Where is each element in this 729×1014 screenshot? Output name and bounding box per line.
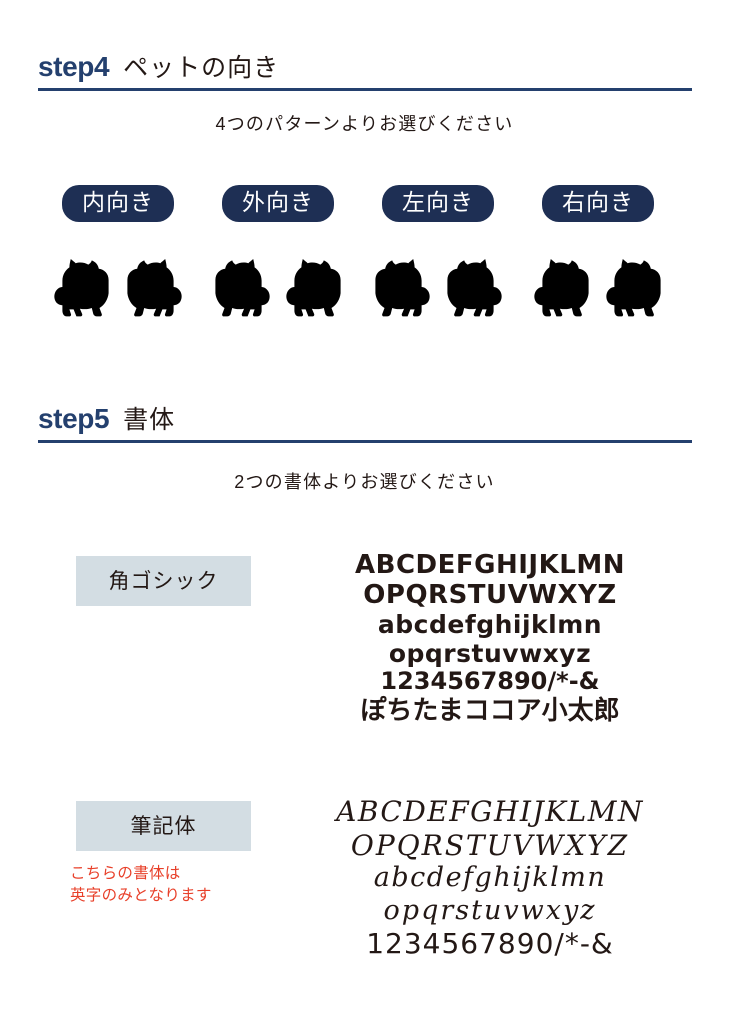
gothic-sample-line: 1234567890/*-& (380, 667, 600, 696)
direction-option-right[interactable]: 右向き (518, 185, 678, 223)
dog-silhouette-icon (127, 259, 182, 317)
dog-silhouette-icon (375, 259, 430, 317)
script-sample-line: ABCDEFGHIJKLMN (336, 795, 644, 828)
script-note-line-2: 英字のみとなります (70, 887, 212, 905)
step4-subtitle: 4つのパターンよりお選びください (215, 114, 514, 134)
direction-label-right[interactable]: 右向き (542, 185, 654, 223)
script-sample-line: 1234567890/*-& (366, 926, 614, 960)
step5-number: step5 (38, 403, 110, 434)
step5-subtitle: 2つの書体よりお選びください (234, 472, 495, 492)
direction-label-left[interactable]: 左向き (382, 185, 494, 223)
direction-option-inward[interactable]: 内向き (38, 185, 198, 223)
script-sample-column: ABCDEFGHIJKLMN OPQRSTUVWXYZ abcdefghijkl… (288, 795, 692, 961)
step4-divider (38, 88, 692, 91)
font-label-gothic[interactable]: 角ゴシック (76, 556, 251, 606)
dog-silhouette-icon (215, 259, 270, 317)
step5-divider (38, 440, 692, 443)
dog-pair-left (358, 252, 518, 322)
gothic-sample-line: opqrstuvwxyz (388, 639, 592, 669)
dog-pair-outward (198, 252, 358, 322)
dog-silhouette-icon (54, 259, 109, 317)
direction-option-outward[interactable]: 外向き (198, 185, 358, 223)
script-sample-line: abcdefghijklmn (373, 862, 607, 894)
dog-pair-right (518, 252, 678, 322)
step4-number: step4 (38, 51, 110, 82)
gothic-sample-column: ABCDEFGHIJKLMN OPQRSTUVWXYZ abcdefghijkl… (288, 550, 692, 726)
dog-silhouette-icon (534, 259, 589, 317)
gothic-label-column: 角ゴシック (38, 550, 288, 726)
script-note-line-1: こちらの書体は (70, 865, 181, 882)
gothic-sample-line: abcdefghijklmn (377, 610, 603, 640)
step5-title: 書体 (123, 406, 176, 434)
script-sample-line: opqrstuvwxyz (383, 894, 597, 926)
dog-silhouette-icon (606, 259, 661, 317)
gothic-sample-line: ぽちたまココア小太郎 (360, 696, 620, 727)
script-font-note: こちらの書体は 英字のみとなります (70, 863, 288, 908)
step5-heading: step5 書体 (38, 400, 692, 443)
font-label-script[interactable]: 筆記体 (76, 801, 251, 851)
direction-label-inward[interactable]: 内向き (62, 185, 174, 223)
script-label-column: 筆記体 こちらの書体は 英字のみとなります (38, 795, 288, 961)
gothic-sample-line: ABCDEFGHIJKLMN (355, 550, 625, 580)
direction-button-row: 内向き 外向き 左向き 右向き (38, 185, 692, 223)
direction-label-outward[interactable]: 外向き (222, 185, 334, 223)
script-sample-line: OPQRSTUVWXYZ (350, 828, 630, 862)
dog-pair-inward (38, 252, 198, 322)
dog-preview-row (38, 252, 692, 322)
dog-silhouette-icon (286, 259, 341, 317)
step4-title: ペットの向き (123, 54, 280, 82)
direction-option-left[interactable]: 左向き (358, 185, 518, 223)
step4-heading: step4 ペットの向き (38, 48, 692, 91)
dog-silhouette-icon (447, 259, 502, 317)
font-option-gothic[interactable]: 角ゴシック ABCDEFGHIJKLMN OPQRSTUVWXYZ abcdef… (38, 550, 692, 726)
gothic-sample-line: OPQRSTUVWXYZ (363, 580, 617, 611)
font-option-script[interactable]: 筆記体 こちらの書体は 英字のみとなります ABCDEFGHIJKLMN OPQ… (38, 795, 692, 961)
